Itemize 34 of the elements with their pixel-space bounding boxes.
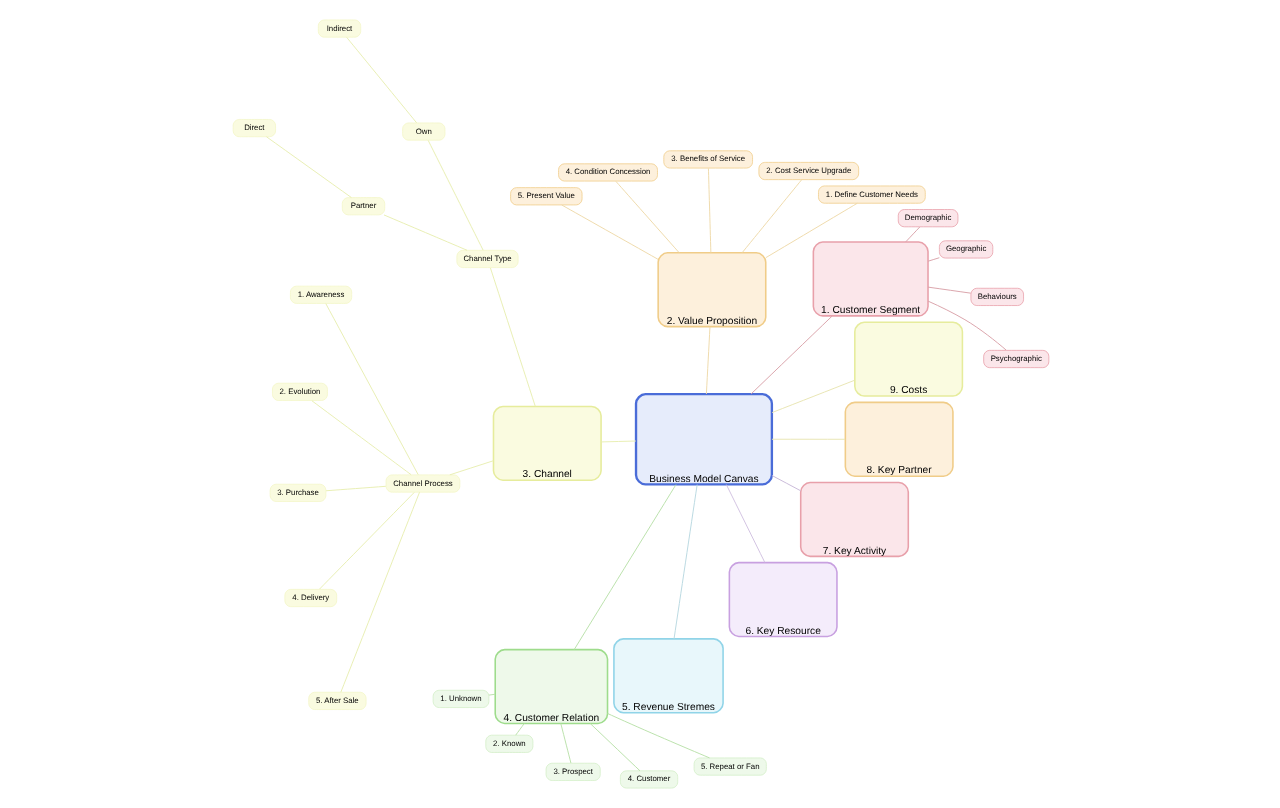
connector bbox=[770, 379, 855, 414]
connector bbox=[614, 180, 679, 254]
connector bbox=[560, 204, 658, 260]
connector bbox=[606, 713, 709, 759]
connector bbox=[345, 36, 417, 124]
connector bbox=[926, 286, 971, 294]
connector bbox=[318, 492, 414, 590]
connector bbox=[572, 484, 676, 650]
connector bbox=[724, 484, 765, 563]
connector bbox=[740, 179, 802, 253]
connector bbox=[764, 202, 857, 259]
connector bbox=[382, 214, 467, 251]
connector bbox=[926, 257, 939, 262]
connector bbox=[904, 226, 920, 243]
connector bbox=[426, 139, 483, 251]
connector bbox=[704, 326, 710, 395]
connector bbox=[265, 136, 351, 199]
connector bbox=[672, 484, 697, 640]
connector bbox=[310, 400, 411, 476]
connector bbox=[770, 438, 845, 440]
connector bbox=[324, 485, 386, 492]
connector bbox=[749, 315, 832, 395]
connector bbox=[706, 167, 711, 254]
connector bbox=[324, 303, 418, 476]
connector bbox=[588, 723, 640, 772]
connector bbox=[770, 475, 801, 492]
connector bbox=[926, 300, 1006, 351]
connector bbox=[487, 693, 495, 696]
connector bbox=[514, 723, 524, 736]
connector bbox=[448, 460, 493, 476]
connector bbox=[599, 440, 636, 443]
connector bbox=[488, 267, 535, 407]
connector bbox=[339, 491, 419, 693]
connector bbox=[559, 723, 571, 764]
